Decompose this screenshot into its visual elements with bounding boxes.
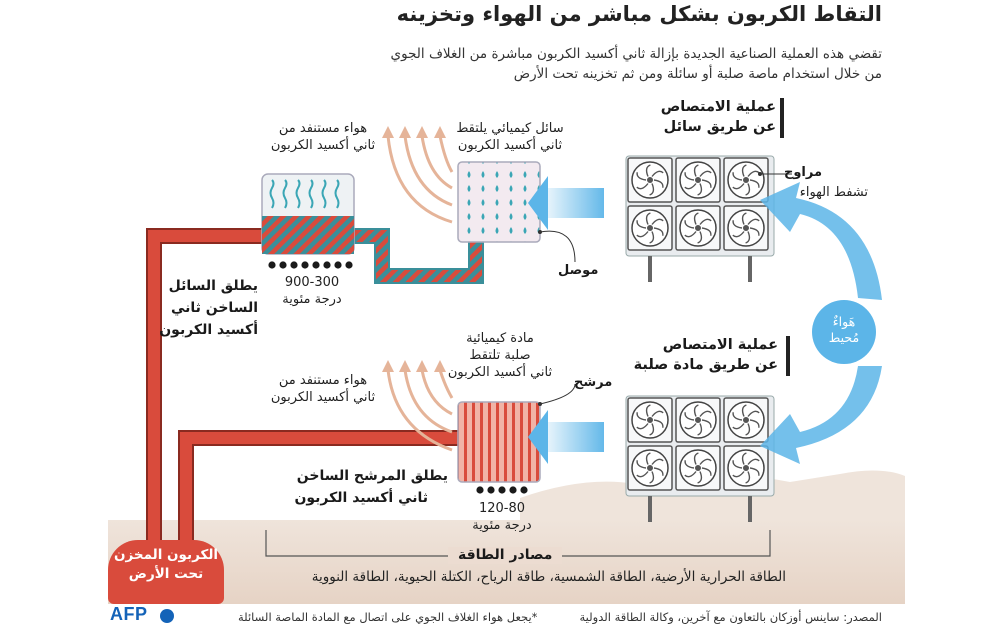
solid-heading-1: عملية الامتصاص	[662, 337, 778, 353]
liquid-heading-bar	[780, 98, 784, 138]
ambient-air-bubble: هَواءٌ مُحيط	[812, 300, 876, 364]
afp-logo-circle	[160, 609, 174, 623]
connector-callout	[539, 230, 576, 263]
subtitle-line-2: من خلال استخدام ماصة صلبة أو سائلة ومن ث…	[513, 66, 882, 82]
liquid-heading-2: عن طريق سائل	[663, 119, 776, 135]
carbon-storage-label: الكربون المخزن تحت الأرض	[108, 546, 224, 584]
ambient-air-label-2: مُحيط	[828, 330, 860, 345]
solid-air-intake-arrow	[528, 410, 604, 464]
solid-depleted-label-1: هواء مستنفد من	[278, 373, 368, 388]
solid-depleted-label-2: ثاني أكسيد الكربون	[270, 390, 376, 405]
afp-logo: AFP	[110, 604, 148, 624]
subtitle-line-1: تقضي هذه العملية الصناعية الجديدة بإزالة…	[390, 46, 882, 62]
solid-chem-label-1: مادة كيميائية	[466, 331, 534, 346]
solid-filter	[457, 401, 541, 483]
liquid-chem-label-1: سائل كيميائي يلتقط	[456, 121, 564, 136]
liquid-depleted-label-2: ثاني أكسيد الكربون	[270, 138, 376, 153]
liquid-release-2: الساخن ثاني	[170, 300, 258, 316]
solid-release-1: يطلق المرشح الساخن	[296, 468, 448, 484]
liquid-depleted-label-1: هواء مستنفد من	[278, 121, 368, 136]
liquid-regenerator	[261, 173, 355, 255]
liquid-temp-unit: درجة مئوية	[282, 292, 342, 307]
solid-temp-unit: درجة مئوية	[472, 518, 532, 533]
fans-label: مراوح	[783, 165, 822, 180]
ambient-air-label-1: هَواءٌ	[832, 314, 856, 329]
ambient-circulation-arrows	[760, 182, 882, 464]
liquid-heading-1: عملية الامتصاص	[660, 99, 776, 115]
liquid-contactor	[457, 161, 541, 243]
solid-chem-label-2: صلبة تلتقط	[469, 348, 531, 363]
connector-label: موصل	[558, 263, 599, 278]
solid-depleted-air-arrows	[386, 369, 454, 452]
storage-label-2: تحت الأرض	[128, 566, 204, 582]
solid-pipe	[178, 430, 458, 566]
liquid-chem-label-2: ثاني أكسيد الكربون	[457, 138, 563, 153]
solid-temp-range: 120-80	[478, 501, 526, 516]
energy-heading: مصادر الطاقة	[448, 547, 563, 564]
solid-heat-dots	[476, 486, 528, 494]
liquid-heat-dots	[268, 261, 353, 269]
solid-heading-bar	[786, 336, 790, 376]
filter-label: مرشح	[574, 375, 613, 390]
page-title: التقاط الكربون بشكل مباشر من الهواء وتخز…	[396, 2, 882, 26]
liquid-fan-unit	[625, 155, 775, 282]
liquid-depleted-air-arrows	[386, 135, 454, 224]
solid-release-2: ثاني أكسيد الكربون	[294, 490, 428, 506]
liquid-air-intake-arrow	[528, 176, 604, 230]
liquid-release-1: يطلق السائل	[168, 278, 258, 294]
footnote: *يجعل هواء الغلاف الجوي على اتصال مع الم…	[238, 610, 538, 624]
liquid-release-3: أكسيد الكربون	[159, 322, 258, 338]
solid-heading-2: عن طريق مادة صلبة	[633, 357, 778, 373]
solid-chem-label-3: ثاني أكسيد الكربون	[447, 365, 553, 380]
liquid-pipe	[146, 228, 262, 566]
energy-list: الطاقة الحرارية الأرضية، الطاقة الشمسية،…	[311, 569, 786, 585]
carbon-storage	[108, 540, 224, 604]
storage-label-1: الكربون المخزن	[113, 547, 219, 563]
liquid-temp-range: 900-300	[284, 275, 340, 290]
fans-sublabel: تشفط الهواء	[799, 185, 868, 200]
solid-fan-unit	[625, 395, 775, 522]
source: المصدر: ساينس أوزكان بالتعاون مع آخرين، …	[579, 610, 882, 624]
